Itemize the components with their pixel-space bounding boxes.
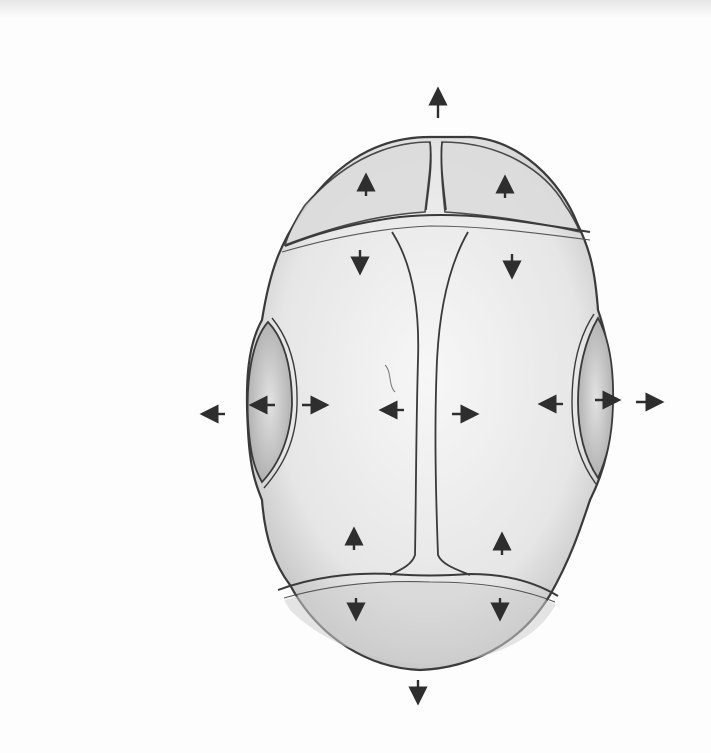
scan-edge <box>0 0 711 18</box>
occipital-bone <box>284 583 556 665</box>
